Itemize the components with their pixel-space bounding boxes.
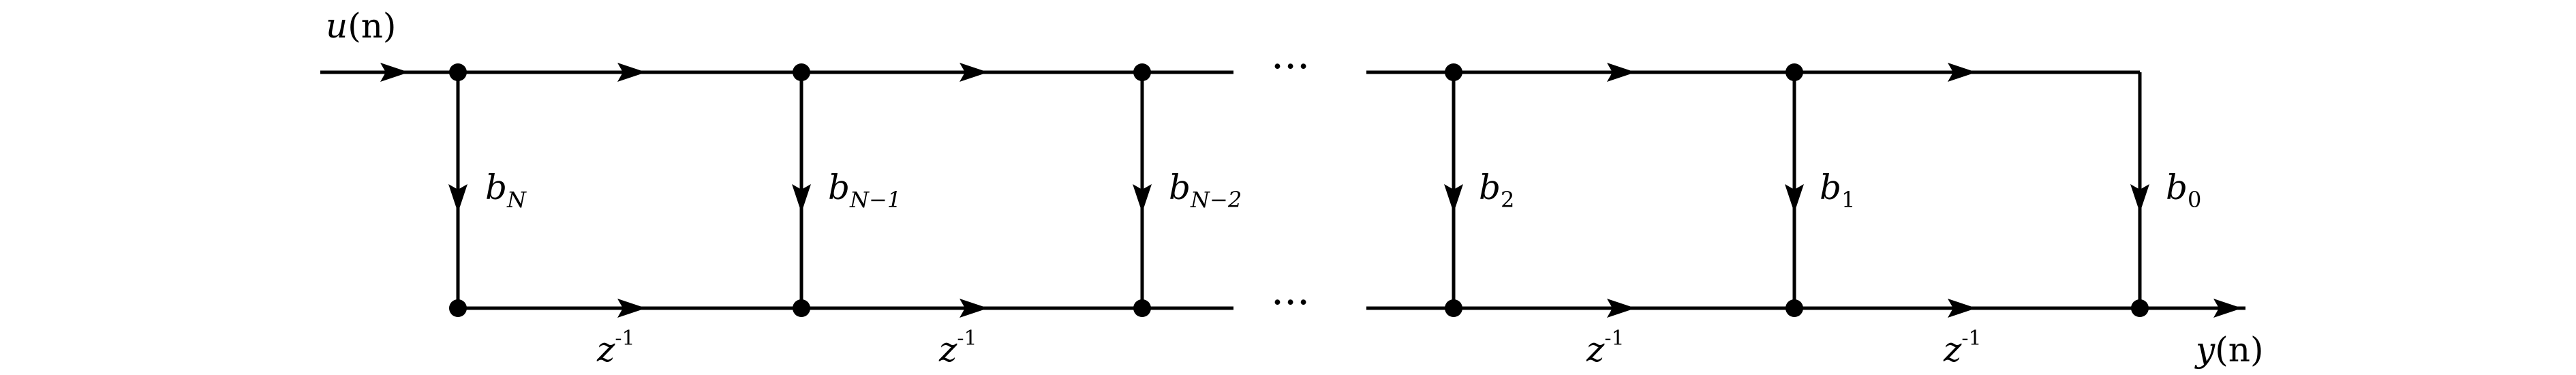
node-top-4	[1445, 63, 1462, 81]
bottom-arrow-2	[960, 299, 988, 318]
bottom-arrow-4	[1948, 299, 1976, 318]
ellipsis-bottom: ···	[1271, 279, 1310, 327]
coef-label-b2: b2	[1479, 168, 1514, 213]
tap-arrow-bN	[448, 184, 467, 213]
node-top-1	[449, 63, 467, 81]
top-arrow-3	[1607, 63, 1636, 82]
coef-label-b1: b1	[1820, 168, 1855, 213]
delay-label-1: z-1	[596, 327, 635, 370]
ellipsis-top: ···	[1271, 43, 1310, 91]
junction-nodes	[449, 63, 2149, 317]
arrowheads	[380, 63, 2242, 318]
node-bottom-6	[2131, 299, 2149, 317]
node-bottom-4	[1445, 299, 1462, 317]
top-arrow-2	[960, 63, 988, 82]
node-bottom-2	[793, 299, 810, 317]
delay-label-2: z-1	[938, 327, 977, 370]
top-arrow-1	[617, 63, 646, 82]
tap-arrow-bN-2	[1133, 184, 1152, 213]
input-label: u(n)	[326, 6, 396, 46]
delay-label-4: z-1	[1943, 327, 1982, 370]
tap-arrow-b1	[1785, 184, 1804, 213]
bottom-arrow-3	[1607, 299, 1636, 318]
delay-label-3: z-1	[1586, 327, 1625, 370]
signal-wires	[320, 70, 2245, 310]
tap-arrow-b2	[1444, 184, 1463, 213]
node-top-3	[1133, 63, 1151, 81]
tap-arrow-bN-1	[792, 184, 811, 213]
coef-label-bN-2: bN−2	[1169, 168, 1242, 213]
node-bottom-5	[1785, 299, 1803, 317]
output-arrow	[2213, 299, 2242, 318]
output-label: y(n)	[2194, 330, 2263, 370]
tap-arrow-b0	[2130, 184, 2149, 213]
input-arrow	[380, 63, 409, 82]
node-top-5	[1785, 63, 1803, 81]
top-arrow-4	[1948, 63, 1976, 82]
node-bottom-3	[1133, 299, 1151, 317]
node-bottom-1	[449, 299, 467, 317]
bottom-arrow-1	[617, 299, 646, 318]
node-top-2	[793, 63, 810, 81]
coef-label-bN-1: bN−1	[828, 168, 901, 213]
coef-label-bN: bN	[485, 168, 527, 213]
coef-label-b0: b0	[2166, 168, 2201, 213]
